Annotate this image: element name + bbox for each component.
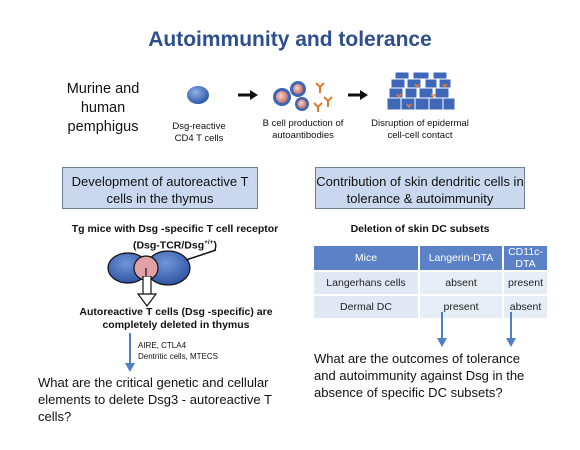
column-header: Langerin-DTA [420, 246, 502, 270]
left-question: What are the critical genetic and cellul… [38, 375, 272, 424]
critical-elements-list: AIRE, CTLA4 Dentritic cells, MTECS [138, 340, 218, 362]
dc-deletion-subtitle: Deletion of skin DC subsets [350, 223, 490, 235]
flow-step-disruption: Disruption of epidermal cell-cell contac… [371, 118, 469, 141]
tg-mice-description: Tg mice with Dsg -specific T cell recept… [50, 223, 300, 253]
right-section-header: Contribution of skin dendritic cells in … [315, 167, 525, 209]
deleted-line1: Autoreactive T cells (Dsg -specific) are [79, 306, 273, 318]
column-header: CD11c-DTA [504, 246, 547, 270]
down-arrow-blue-icon [437, 312, 447, 347]
down-arrow-blue-icon [506, 312, 516, 347]
table-cell: present [504, 272, 547, 294]
thymus-icon [107, 249, 217, 296]
table-row: Langerhans cells absent present [314, 272, 547, 294]
table-header-row: Mice Langerin-DTA CD11c-DTA [314, 246, 547, 270]
t-cell-icon [187, 86, 209, 104]
tg-mice-line2: (Dsg-TCR/Dsg+/+) [132, 239, 218, 252]
epidermis-icon [386, 71, 456, 111]
table-cell: present [420, 296, 502, 318]
flow-step-bcells: B cell production of autoantibodies [262, 118, 344, 141]
element-item: AIRE, CTLA4 [138, 341, 187, 350]
element-item: Dentritic cells, MTECS [138, 352, 219, 361]
b-cell-antibodies-icon [273, 81, 333, 112]
table-cell: absent [420, 272, 502, 294]
page-title: Autoimmunity and tolerance [148, 28, 432, 51]
table-cell: absent [504, 296, 547, 318]
left-section-header: Development of autoreactive T cells in t… [62, 167, 258, 209]
table-row: Dermal DC present absent [314, 296, 547, 318]
flow-step-tcells: Dsg-reactive CD4 T cells [172, 121, 226, 144]
tg-mice-line1: Tg mice with Dsg -specific T cell recept… [71, 223, 279, 235]
deleted-line2: completely deleted in thymus [102, 319, 250, 331]
table-cell: Langerhans cells [314, 272, 418, 294]
arrow-icon [238, 90, 258, 100]
table-cell: Dermal DC [314, 296, 418, 318]
right-question: What are the outcomes of tolerance and a… [314, 351, 525, 400]
deleted-statement: Autoreactive T cells (Dsg -specific) are… [46, 306, 306, 332]
dc-subsets-table: Mice Langerin-DTA CD11c-DTA Langerhans c… [312, 244, 549, 320]
pemphigus-label: Murine and human pemphigus [66, 81, 140, 135]
down-arrow-blue-icon [125, 333, 135, 372]
arrow-icon [348, 90, 368, 100]
down-arrow-icon [136, 276, 158, 307]
column-header: Mice [314, 246, 418, 270]
